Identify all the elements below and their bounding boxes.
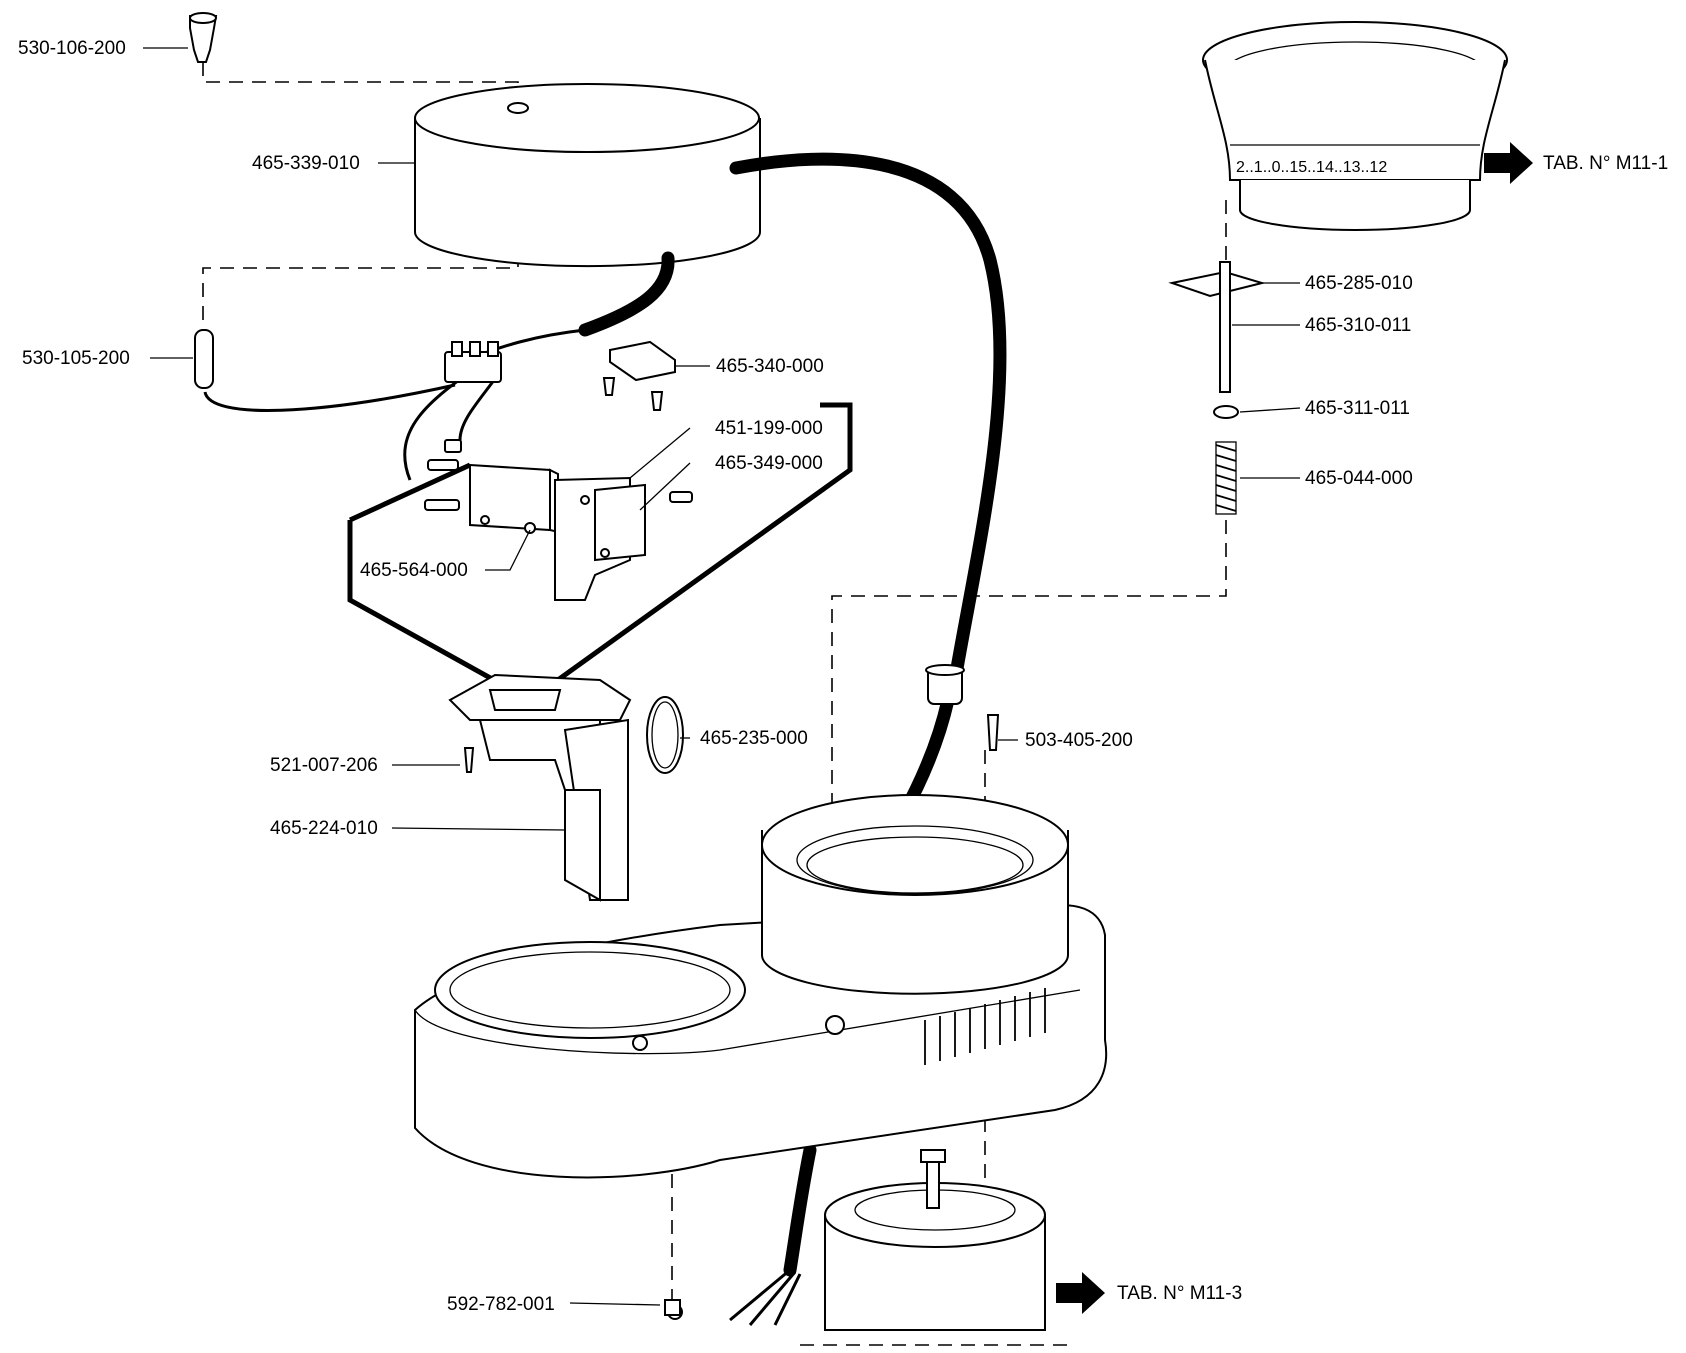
label-465-285-010: 465-285-010 xyxy=(1305,273,1413,294)
grinder-base xyxy=(414,794,1108,1179)
arrow-right-icon xyxy=(1056,1272,1105,1314)
reference-arrows xyxy=(1056,142,1533,1314)
cap-part xyxy=(189,12,218,63)
label-465-044-000: 465-044-000 xyxy=(1305,468,1413,489)
motor xyxy=(667,1149,1046,1331)
label-465-340-000: 465-340-000 xyxy=(716,356,824,377)
label-521-007-206: 521-007-206 xyxy=(270,755,378,776)
label-465-224-010: 465-224-010 xyxy=(270,818,378,839)
label-465-564-000: 465-564-000 xyxy=(360,560,468,581)
label-530-105-200: 530-105-200 xyxy=(22,348,130,369)
label-465-339-010: 465-339-010 xyxy=(252,153,360,174)
ref-tab-m11-1: TAB. N° M11-1 xyxy=(1543,153,1668,174)
leader-lines xyxy=(143,47,1301,1306)
hopper-bowl: 2..1..0..15..14..13..12 xyxy=(1202,21,1508,231)
ref-tab-m11-3: TAB. N° M11-3 xyxy=(1117,1283,1242,1304)
chute-assembly xyxy=(448,673,684,902)
part-labels: 530-106-200 465-339-010 530-105-200 465-… xyxy=(18,38,1668,1315)
arrow-right-icon xyxy=(1484,142,1533,184)
label-592-782-001: 592-782-001 xyxy=(447,1294,555,1315)
label-465-310-011: 465-310-011 xyxy=(1305,315,1411,336)
dial-scale: 2..1..0..15..14..13..12 xyxy=(1236,159,1387,176)
label-465-235-000: 465-235-000 xyxy=(700,728,808,749)
label-451-199-000: 451-199-000 xyxy=(715,418,823,439)
wiring-harness xyxy=(194,328,586,481)
cable-clamp xyxy=(602,340,676,411)
cover-housing xyxy=(414,83,761,268)
switch-assembly xyxy=(347,402,853,703)
label-465-349-000: 465-349-000 xyxy=(715,453,823,474)
label-530-106-200: 530-106-200 xyxy=(18,38,126,59)
label-503-405-200: 503-405-200 xyxy=(1025,730,1133,751)
adjustment-stack xyxy=(664,261,1266,1316)
label-465-311-011: 465-311-011 xyxy=(1305,398,1410,419)
vent-slots xyxy=(924,988,1046,1065)
